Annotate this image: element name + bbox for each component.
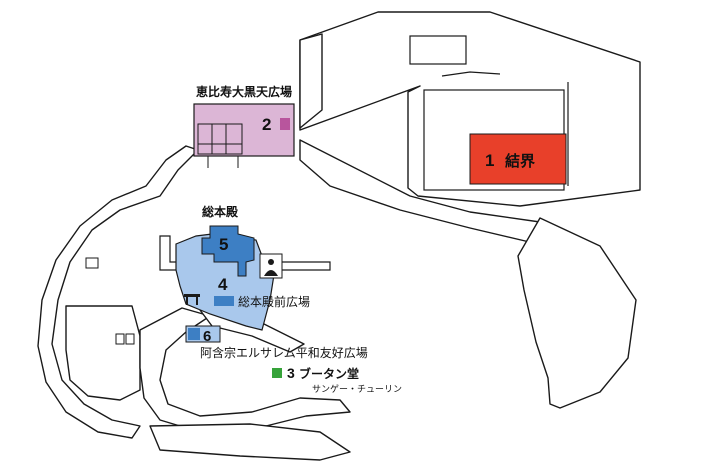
- bhutan-hall-number: 3: [287, 365, 295, 381]
- honden-area[interactable]: [201, 225, 255, 277]
- ebisu-daikokuten-plaza-area[interactable]: [193, 103, 295, 157]
- buddha-statue-icon: [259, 253, 283, 279]
- east-lobe: [517, 217, 637, 409]
- honden-plaza-label: 総本殿前広場: [238, 294, 310, 309]
- gate-icon: [184, 294, 200, 305]
- ebisu-hall-outline: [197, 123, 243, 155]
- ebisu-marker: [280, 118, 290, 130]
- honden-number: 5: [219, 235, 228, 254]
- honden-label: 総本殿: [202, 204, 239, 219]
- north-gate-block: [409, 35, 467, 65]
- ebisu-number: 2: [262, 115, 271, 134]
- east-connector-road: [299, 139, 549, 245]
- south-approach: [149, 423, 351, 461]
- jerusalem-plaza-marker: [188, 328, 200, 340]
- jerusalem-plaza-label: 阿含宗エルサレム平和友好広場: [200, 345, 368, 360]
- bhutan-hall-label: ブータン堂: [299, 366, 359, 381]
- kekkai-label: 結界: [505, 152, 535, 170]
- ebisu-plaza-buildings: [197, 123, 243, 168]
- bhutan-hall-subtitle: サンゲー・チューリン: [312, 383, 402, 395]
- ebisu-plaza-label: 恵比寿大黒天広場: [196, 84, 292, 99]
- kekkai-area[interactable]: [469, 133, 567, 185]
- jerusalem-plaza-number: 6: [203, 328, 211, 345]
- north-steps: [441, 71, 501, 77]
- honden-plaza-number: 4: [218, 275, 228, 294]
- kekkai-number: 1: [485, 151, 494, 170]
- bhutan-hall-marker[interactable]: [272, 368, 282, 378]
- north-drive: [299, 33, 323, 129]
- west-road: [37, 145, 199, 439]
- west-hut-1: [115, 333, 125, 345]
- west-side-buildings: [85, 257, 135, 345]
- west-shrine: [85, 257, 99, 269]
- west-parcel: [65, 305, 141, 401]
- honden-plaza-marker: [214, 296, 234, 306]
- west-hut-2: [125, 333, 135, 345]
